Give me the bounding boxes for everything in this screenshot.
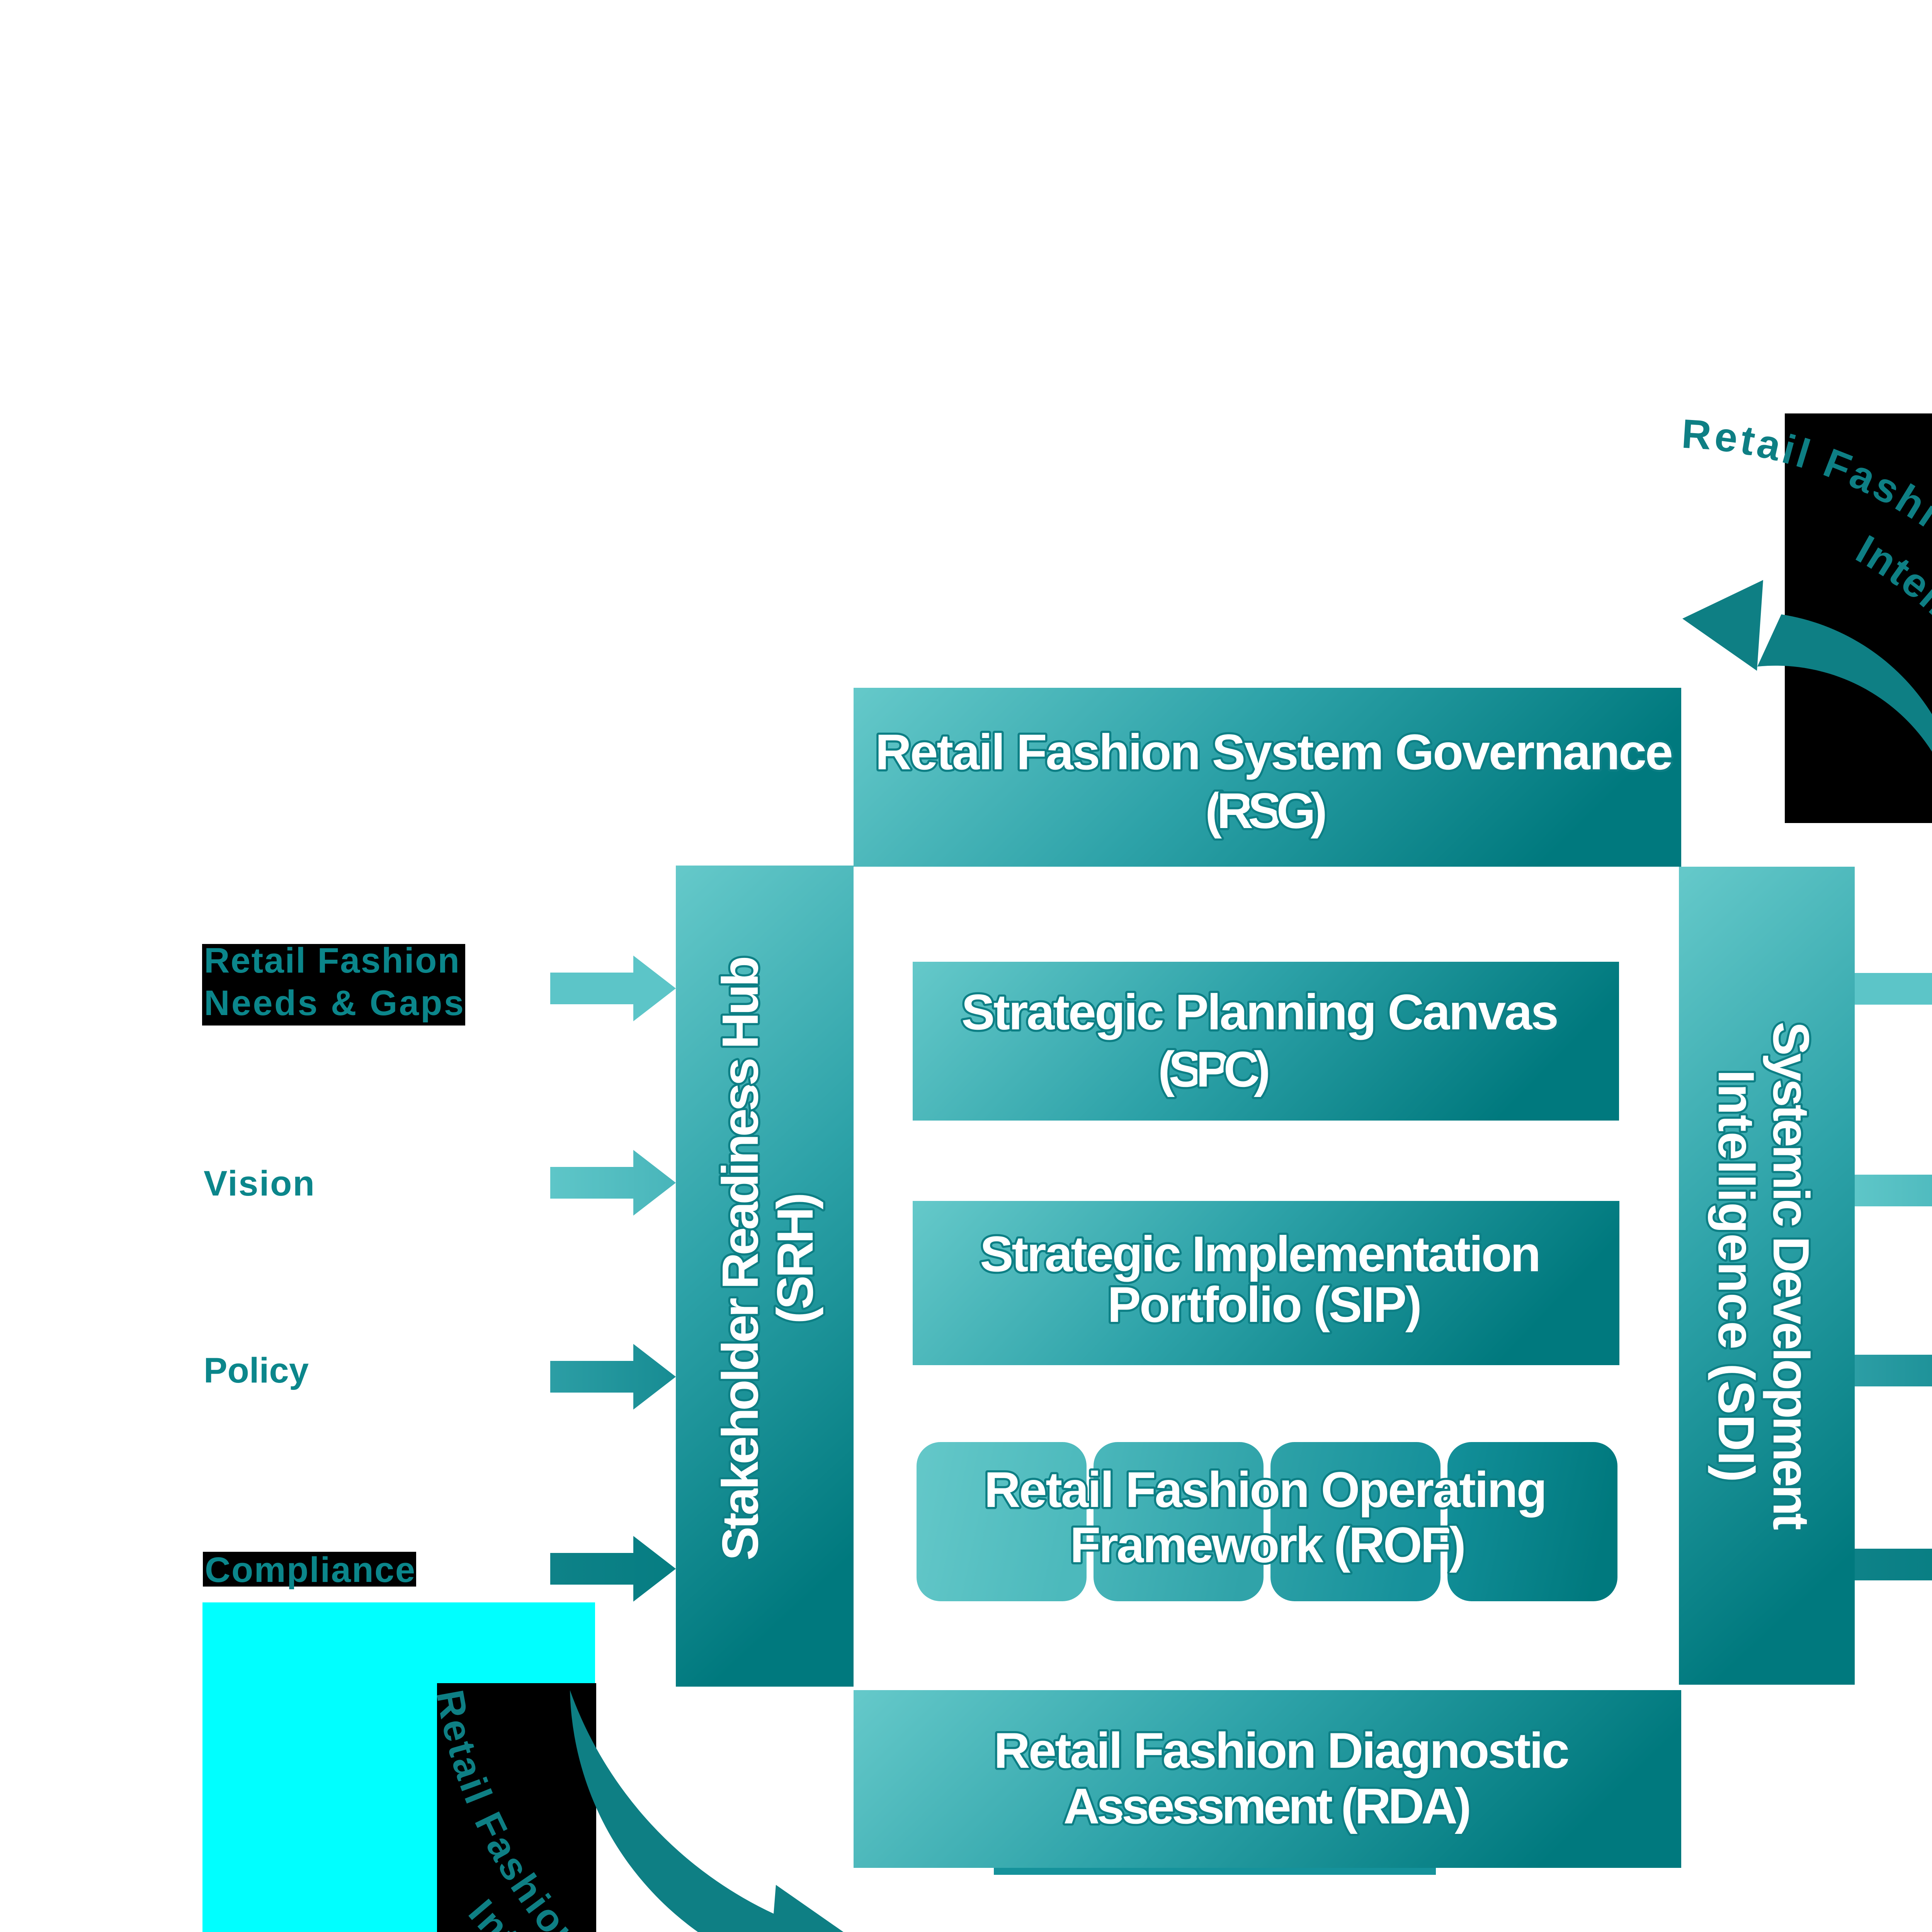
svg-text:Retail Fashion Diagnostic: Retail Fashion Diagnostic [994,1722,1570,1779]
svg-text:Stakeholder Readiness Hub: Stakeholder Readiness Hub [712,956,769,1561]
svg-text:Retail Fashion: Retail Fashion [204,941,459,980]
svg-text:Compliance: Compliance [205,1550,415,1590]
svg-text:(SPC): (SPC) [1158,1041,1270,1097]
svg-text:Vision: Vision [204,1164,315,1203]
svg-text:Portfolio (SIP): Portfolio (SIP) [1107,1276,1422,1333]
svg-text:(RSG): (RSG) [1205,782,1327,839]
svg-text:Systemic Development: Systemic Development [1763,1022,1820,1530]
svg-text:(SRH): (SRH) [767,1192,823,1324]
svg-text:Assessment (RDA): Assessment (RDA) [1063,1778,1471,1834]
svg-text:Strategic Implementation: Strategic Implementation [980,1226,1541,1282]
svg-text:Policy: Policy [204,1351,309,1390]
svg-text:Needs & Gaps: Needs & Gaps [204,983,464,1023]
svg-text:Strategic Planning Canvas: Strategic Planning Canvas [961,984,1559,1040]
svg-text:Framework (ROF): Framework (ROF) [1070,1517,1466,1573]
svg-text:Intelligence (SDI): Intelligence (SDI) [1708,1070,1765,1482]
svg-text:Retail Fashion System Governan: Retail Fashion System Governance [875,724,1673,780]
svg-text:Retail Fashion Operating: Retail Fashion Operating [984,1461,1547,1518]
